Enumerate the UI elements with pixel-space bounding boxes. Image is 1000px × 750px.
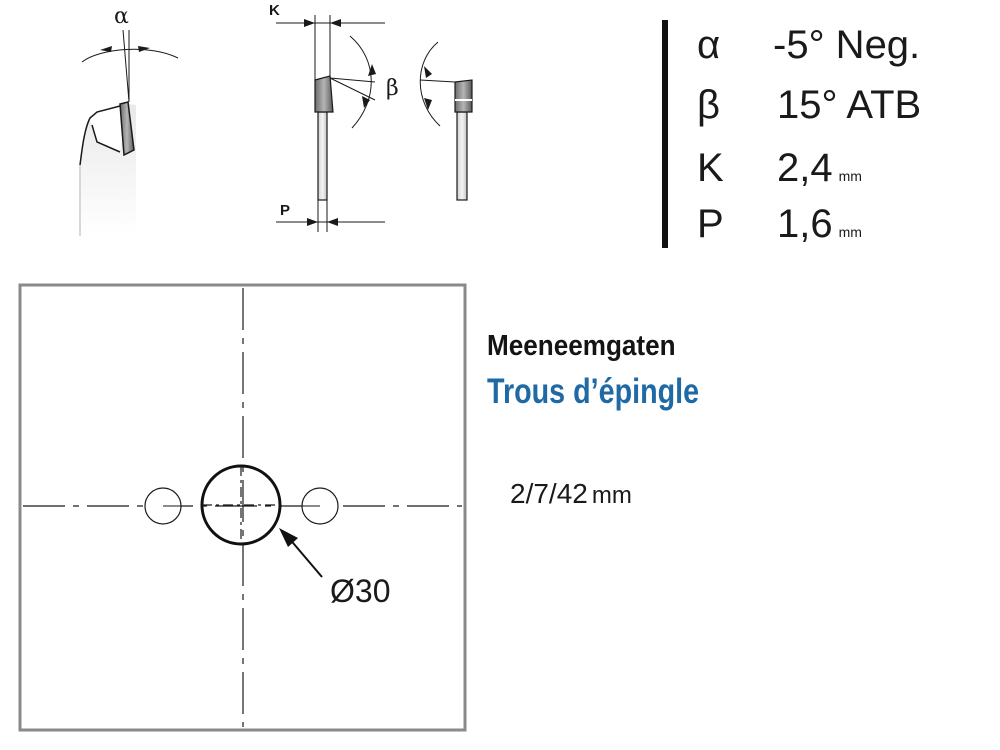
bore-diameter-label: Ø30 — [330, 573, 391, 609]
bore-diagram — [18, 283, 467, 732]
diameter-leader — [287, 536, 323, 578]
diameter-arrowhead — [279, 528, 298, 547]
spec-unit: mm — [838, 224, 862, 240]
spec-value-wrap: 1,6 mm — [777, 202, 862, 247]
spec-value: -5° Neg. — [773, 23, 921, 67]
spec-value: 15° ATB — [777, 83, 922, 127]
alpha-label: α — [114, 4, 129, 29]
beta-label: β — [386, 76, 399, 101]
p-dimension-label: P — [280, 202, 291, 219]
tooth-profile-view — [79, 29, 179, 236]
spec-symbol: P — [697, 202, 724, 246]
spec-value: 2,4 — [777, 146, 833, 190]
side-view-k-p — [276, 15, 385, 232]
spec-symbol: α — [697, 23, 721, 67]
spec-symbol: K — [697, 146, 724, 190]
spec-value: 1,6 — [777, 202, 833, 246]
spec-value-wrap: 2,4 mm — [777, 146, 862, 191]
spec-symbol: β — [697, 83, 721, 127]
spec-separator-bar — [662, 20, 668, 248]
pinholes-title-nl: Meeneemgaten — [487, 330, 676, 362]
spec-unit: mm — [838, 168, 862, 184]
front-view-tooth — [419, 41, 473, 201]
pinholes-value: 2/7/42 — [510, 478, 588, 509]
pinholes-unit: mm — [591, 482, 632, 509]
k-dimension-label: K — [269, 2, 280, 19]
pinholes-title-fr: Trous d’épingle — [487, 372, 700, 411]
